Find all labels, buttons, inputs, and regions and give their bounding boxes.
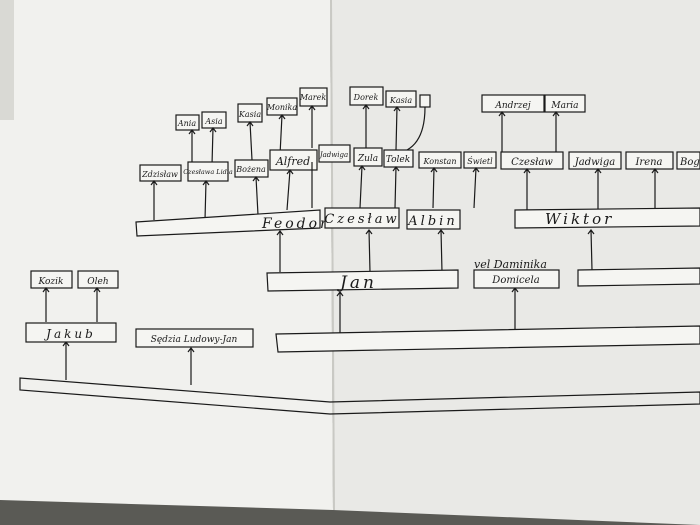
- name-domicela: Domicela: [491, 275, 539, 286]
- box-zdzislaw: [139, 164, 182, 182]
- box-empty: [419, 94, 431, 108]
- binding-strip: [0, 0, 14, 120]
- box-swietl: [463, 151, 497, 169]
- name-feodor: Feodor: [261, 216, 330, 232]
- name-czeslawa: Czesława Lidia: [183, 168, 233, 176]
- box-kasia2: [385, 90, 417, 108]
- box-irena: [625, 151, 674, 170]
- level1-boxes: Ania Asia Kasia Monika Marek Dorek Kasia…: [30, 86, 586, 289]
- name-anna: Ania: [177, 119, 196, 128]
- box-tolek: [383, 149, 414, 168]
- bar-parent-right: [275, 325, 700, 353]
- box-sedzia: [135, 328, 254, 348]
- arrows-mid: [150, 162, 659, 221]
- right-page: [330, 0, 700, 525]
- name-marek: Marek: [299, 93, 327, 102]
- level2-boxes: Zdzisław Czesława Lidia Bożena Alfred Ja…: [139, 144, 700, 182]
- level3-bars: Feodor Czesław Albin Wiktor: [135, 207, 700, 237]
- box-czeslawa: [187, 161, 229, 182]
- box-konstan: [418, 151, 462, 169]
- name-boga: Boga: [679, 157, 700, 168]
- box-zula: [353, 147, 383, 167]
- level4-boxes: Jakub Sędzia Ludowy-Jan Jan vel Daminika…: [25, 258, 700, 348]
- name-alfred: Alfred: [275, 155, 310, 168]
- name-jakub: Jakub: [43, 327, 96, 341]
- name-maria: Maria: [550, 101, 578, 111]
- box-bozena: [234, 159, 269, 178]
- name-albin: Albin: [407, 214, 457, 229]
- box-czeslaw2: [500, 151, 564, 170]
- name-kasia: Kasia: [238, 110, 261, 119]
- box-jadwiga: [318, 144, 351, 163]
- vel-dominika-note: vel Daminika: [474, 258, 547, 271]
- box-andrzej: [481, 94, 545, 113]
- box-alfred: [269, 149, 318, 171]
- name-dorek: Dorek: [353, 93, 379, 102]
- name-swietl: Świetl: [467, 157, 493, 166]
- name-asia: Asia: [204, 117, 222, 126]
- box-czeslaw: [324, 207, 400, 229]
- bar-feodor: [135, 209, 321, 237]
- box-anna: [175, 114, 200, 131]
- arrows-top: [42, 104, 560, 322]
- name-andrzej: Andrzej: [494, 101, 530, 111]
- name-zula: Zula: [357, 154, 378, 164]
- name-bozena: Bożena: [235, 165, 266, 174]
- name-jadwiga: Jadwiga: [318, 151, 348, 159]
- bar-jan: [266, 269, 459, 292]
- ancestor-bars: [19, 325, 700, 415]
- box-marek: [299, 87, 328, 107]
- box-kozik: [30, 270, 73, 289]
- box-albin: [406, 209, 461, 230]
- name-monika: Monika: [266, 103, 298, 112]
- name-kozik: Kozik: [38, 277, 64, 287]
- box-oleh: [77, 270, 119, 289]
- name-zdzislaw: Zdzisław: [141, 170, 178, 179]
- bar-ancestor-bottom: [19, 377, 700, 415]
- name-kasia2: Kasia: [389, 96, 412, 105]
- name-czeslaw2: Czesław: [511, 157, 553, 168]
- name-jan: Jan: [337, 273, 377, 293]
- box-asia: [201, 111, 227, 129]
- page-fold: [330, 0, 335, 511]
- name-konstan: Konstan: [423, 157, 457, 166]
- name-tolek: Tolek: [386, 155, 410, 165]
- bar-wiktor: [514, 207, 700, 229]
- box-jakub: [25, 322, 117, 343]
- name-irena: Irena: [634, 157, 662, 168]
- name-czeslaw: Czesław: [324, 212, 399, 227]
- box-boga: [676, 151, 700, 170]
- box-domicela: [473, 269, 560, 289]
- arrows-low: [62, 229, 595, 385]
- name-wiktor: Wiktor: [545, 210, 614, 228]
- bar-right-low: [577, 267, 700, 287]
- name-jadwiga2: Jadwiga: [573, 157, 616, 168]
- box-jadwiga2: [568, 151, 622, 170]
- box-maria: [544, 94, 586, 113]
- left-page: [0, 0, 333, 510]
- name-sedzia: Sędzia Ludowy-Jan: [151, 335, 238, 345]
- name-oleh: Oleh: [87, 277, 108, 287]
